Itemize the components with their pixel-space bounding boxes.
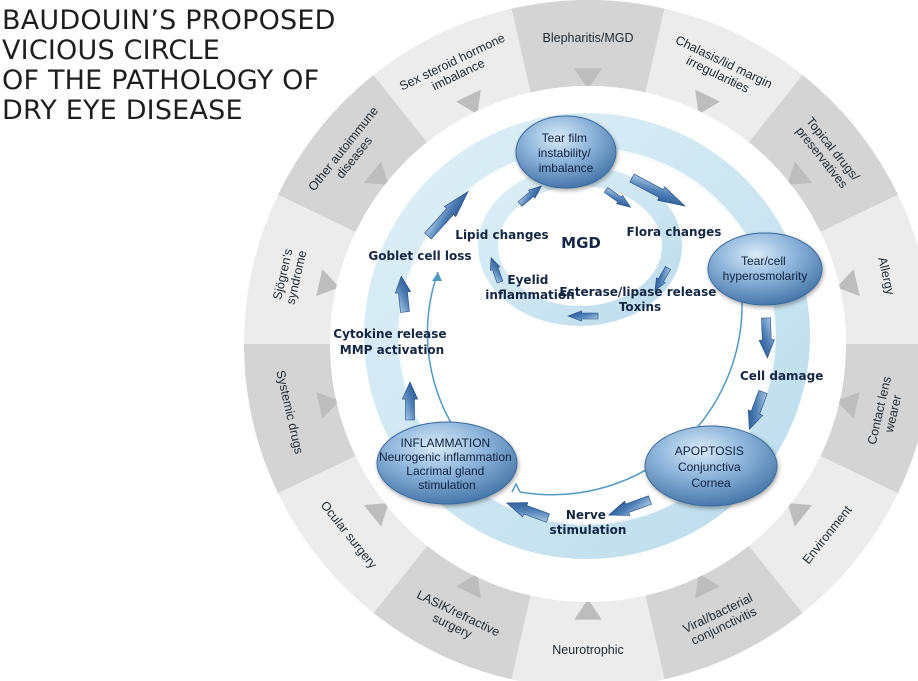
cycle-arrow <box>567 310 599 322</box>
outer-segment-arrow <box>455 89 481 115</box>
outer-segment <box>748 455 898 613</box>
svg-text:Tear/cell hyperosmolarit: Tear/cell hyperosmolarity <box>723 254 808 283</box>
outer-segment-label: Blepharitis/MGD <box>543 31 634 45</box>
cycle-arrow <box>401 381 419 421</box>
tear-film-line: Tear film <box>542 131 587 145</box>
outer-segment-arrow <box>574 599 602 620</box>
hyperosmolarity-line: Tear/cell <box>741 254 786 268</box>
apoptosis-line: Cornea <box>691 476 731 490</box>
outer-segment <box>278 75 428 233</box>
title-line: DRY EYE DISEASE <box>2 95 243 126</box>
cycle-arrow <box>654 266 672 292</box>
svg-text:INFLAMMATION Neurogenic: INFLAMMATION Neurogenic inflammation Lac… <box>379 436 515 492</box>
outer-segment <box>278 455 428 613</box>
cycle-arrow <box>603 187 632 208</box>
outer-segment <box>645 545 803 680</box>
outer-segment-arrow <box>363 502 389 527</box>
node-hyperosmolarity: Tear/cell hyperosmolarity <box>707 232 823 306</box>
outer-segment-arrow <box>836 391 860 419</box>
cycle-arrow <box>394 275 412 313</box>
outer-segment-label: Neurotrophic <box>552 643 624 657</box>
outer-segment-arrow <box>695 573 721 599</box>
outer-segment <box>820 194 918 344</box>
inflammation-line: INFLAMMATION <box>400 436 490 450</box>
title-line: OF THE PATHOLOGY OF <box>2 65 320 96</box>
cycle-arrow <box>607 495 652 516</box>
esterase-line: Esterase/lipase release <box>559 285 716 299</box>
outer-segment <box>820 344 918 494</box>
label-flora-changes: Flora changes <box>627 225 722 239</box>
outer-segment-arrow <box>574 68 602 89</box>
eyelid-line: Eyelid <box>507 273 548 287</box>
outer-segment <box>645 8 803 143</box>
cycle-arrows <box>394 173 775 523</box>
cycle-arrow <box>747 390 768 431</box>
inflammation-line: Lacrimal gland <box>406 464 484 478</box>
node-tear-film: Tear film instability/ imbalance <box>515 115 617 189</box>
outer-segment <box>748 75 898 233</box>
cycle-arrow <box>505 502 550 523</box>
cytokine-line: MMP activation <box>340 343 444 357</box>
outer-segment <box>244 344 356 494</box>
outer-segment-arrow <box>836 269 860 297</box>
svg-text:Tear film instability/: Tear film instability/ imbalance <box>538 131 594 175</box>
nerve-line: stimulation <box>550 523 627 537</box>
apoptosis-line: Conjunctiva <box>678 460 741 474</box>
cycle-arrow <box>489 256 504 284</box>
title-line: VICIOUS CIRCLE <box>2 35 220 66</box>
label-goblet: Goblet cell loss <box>368 249 471 263</box>
outer-segment-arrow <box>455 573 481 599</box>
eyelid-line: inflammation <box>485 288 574 302</box>
outer-segment-arrow <box>787 161 813 186</box>
hyperosmolarity-line: hyperosmolarity <box>723 269 808 283</box>
cytokine-line: Cytokine release <box>333 327 446 341</box>
nerve-line: Nerve <box>566 508 606 522</box>
title-line: BAUDOUIN’S PROPOSED <box>2 5 336 36</box>
outer-segment <box>373 8 531 143</box>
outer-segment-arrow <box>695 89 721 115</box>
node-inflammation: INFLAMMATION Neurogenic inflammation Lac… <box>376 421 518 505</box>
outer-segment <box>244 194 356 344</box>
mgd-center-label: MGD <box>561 234 601 252</box>
node-apoptosis: APOPTOSIS Conjunctiva Cornea <box>644 425 778 507</box>
cycle-arrow <box>629 173 686 207</box>
outer-segment-arrow <box>787 502 813 527</box>
outer-segment-arrow <box>316 391 340 419</box>
tear-film-line: imbalance <box>539 161 594 175</box>
cycle-arrow <box>517 185 543 207</box>
tear-film-line: instability/ <box>538 146 591 160</box>
label-eyelid-inflammation: Eyelid inflammation <box>485 273 574 302</box>
label-nerve-stimulation: Nerve stimulation <box>550 508 627 537</box>
diagram-title: BAUDOUIN’S PROPOSED VICIOUS CIRCLE OF TH… <box>2 6 336 126</box>
outer-segment-label-line: Blepharitis/MGD <box>543 31 634 45</box>
cycle-arrow <box>424 190 469 240</box>
label-lipid-changes: Lipid changes <box>455 228 548 242</box>
label-cell-damage: Cell damage <box>740 369 823 383</box>
label-cytokine: Cytokine release MMP activation <box>333 327 450 357</box>
svg-text:APOPTOSIS Conjunctiva: APOPTOSIS Conjunctiva Cornea <box>675 444 747 490</box>
inflammation-line: Neurogenic inflammation <box>379 450 512 464</box>
outer-segment-label-line: Neurotrophic <box>552 643 624 657</box>
inflammation-line: stimulation <box>418 478 475 492</box>
outer-segment <box>511 595 665 681</box>
outer-segment-arrow <box>363 161 389 186</box>
outer-segment <box>511 0 665 93</box>
outer-segment <box>373 545 531 680</box>
cycle-arrow <box>758 317 775 359</box>
apoptosis-line: APOPTOSIS <box>675 444 744 458</box>
outer-segment-arrow <box>316 269 340 297</box>
esterase-line: Toxins <box>619 300 661 314</box>
label-esterase: Esterase/lipase release Toxins <box>559 285 720 314</box>
